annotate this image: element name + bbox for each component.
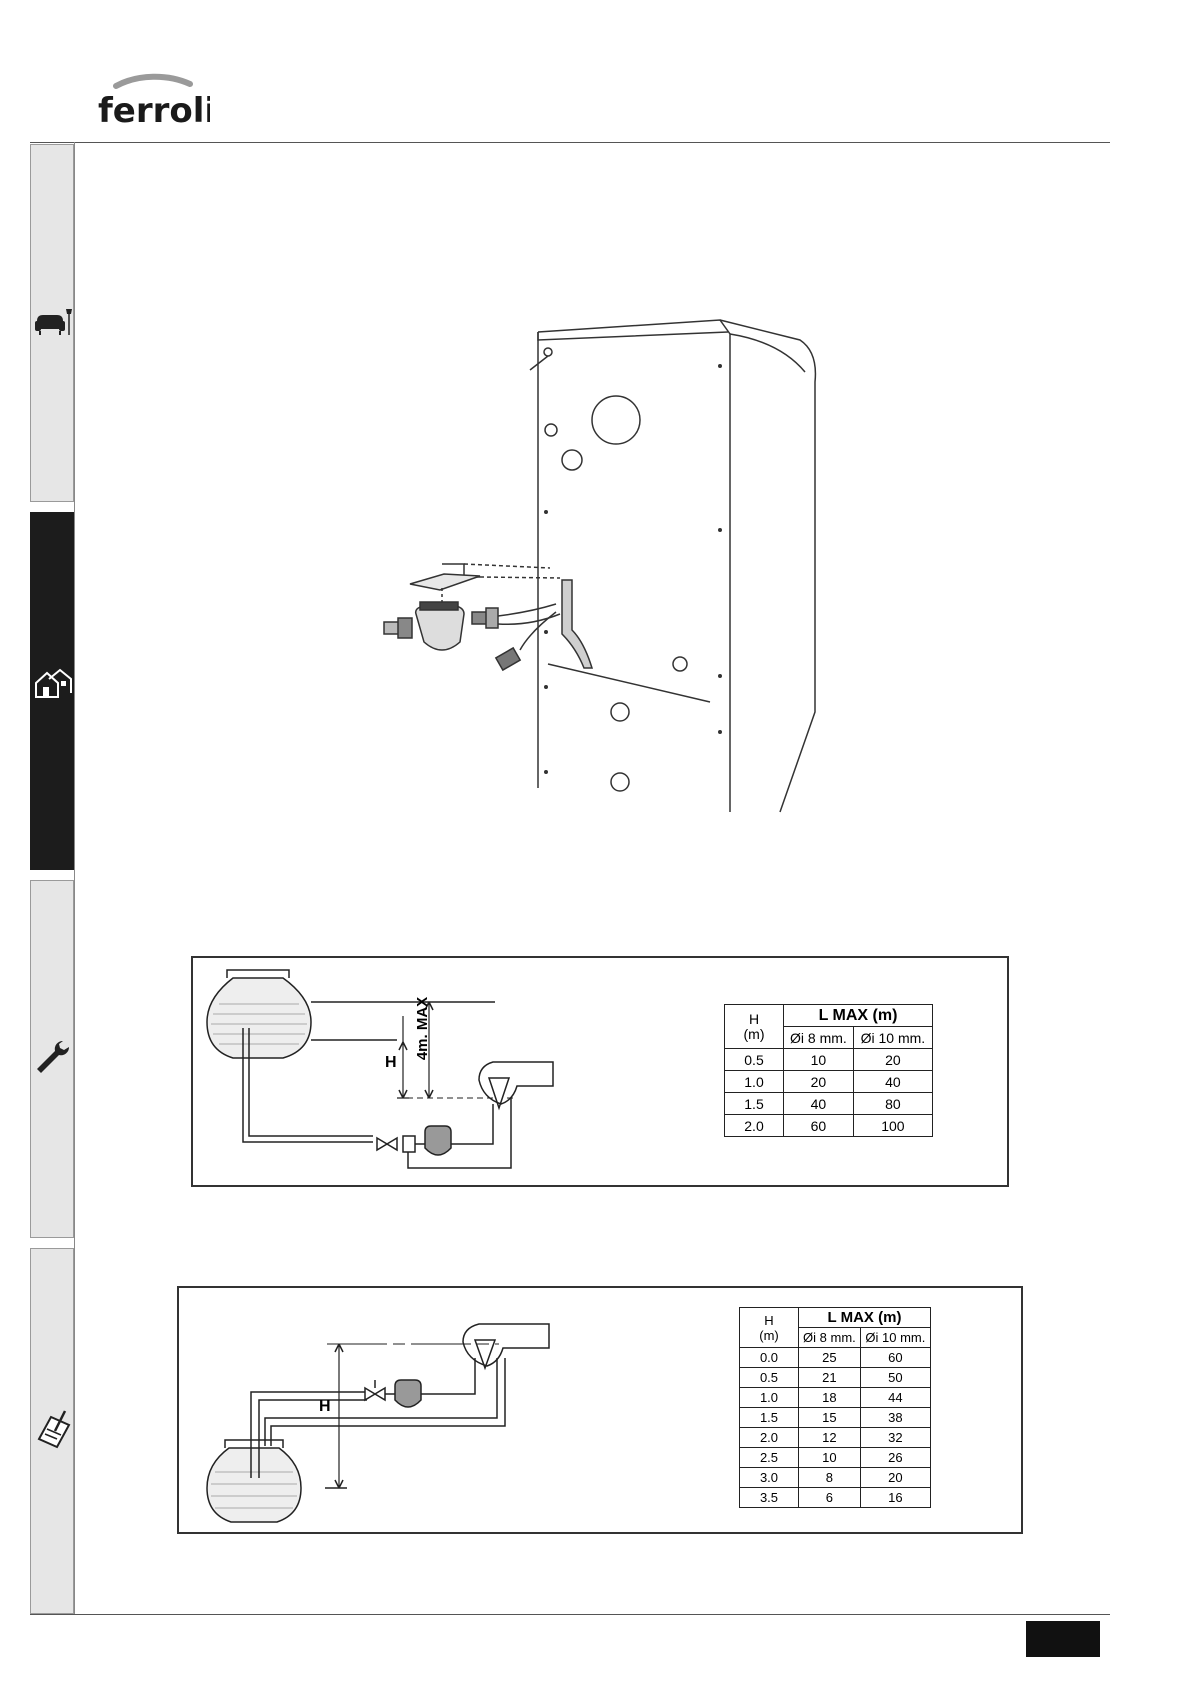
lmax-10mm-cell: 80 [852,1092,934,1115]
lmax-8mm-cell: 25 [798,1347,861,1368]
height-cell: 0.5 [724,1048,784,1071]
lmax-10mm-cell: 100 [852,1114,934,1137]
sidebar-tab-specifications[interactable] [30,1248,74,1614]
max-height-label: 4m. MAX [414,996,432,1061]
sidebar-tab-service[interactable] [30,880,74,1238]
height-cell: 2.0 [724,1114,784,1137]
col-8mm: Øi 8 mm. [783,1026,854,1049]
boiler-fuel-filter-figure [383,319,817,813]
gravity-feed-schematic [206,969,554,1169]
height-cell: 1.0 [739,1387,799,1408]
sidebar-tab-user[interactable] [30,144,74,502]
house-installation-icon [35,668,72,698]
lmax-8mm-cell: 10 [798,1447,861,1468]
lmax-10mm-cell: 26 [859,1447,932,1468]
lmax-8mm-cell: 60 [783,1114,854,1137]
col-10mm: Øi 10 mm. [852,1026,934,1049]
lmax-10mm-cell: 20 [852,1048,934,1071]
col-8mm: Øi 8 mm. [798,1327,861,1348]
height-cell: 1.5 [739,1407,799,1428]
logo-text: ferroli [98,91,210,131]
h-header: H(m) [724,1004,784,1049]
height-cell: 0.0 [739,1347,799,1368]
height-cell: 3.5 [739,1487,799,1508]
header-rule [30,142,1110,143]
lmax-title: L MAX (m) [783,1004,933,1027]
height-cell: 1.5 [724,1092,784,1115]
lmax-8mm-cell: 6 [798,1487,861,1508]
h-header: H(m) [739,1307,799,1348]
lmax-8mm-cell: 18 [798,1387,861,1408]
height-cell: 2.5 [739,1447,799,1468]
clipboard-pen-icon [37,1410,71,1449]
height-cell: 3.0 [739,1467,799,1488]
suction-diagram-gravity: H 4m. MAX H(m) L MAX (m) Øi 8 mm. Øi 10 … [191,956,1009,1187]
lmax-title: L MAX (m) [798,1307,931,1328]
height-cell: 2.0 [739,1427,799,1448]
lmax-10mm-cell: 32 [859,1427,932,1448]
lmax-10mm-cell: 38 [859,1407,932,1428]
sidebar-divider [74,142,75,1614]
lmax-10mm-cell: 40 [852,1070,934,1093]
lmax-10mm-cell: 50 [859,1367,932,1388]
suction-lift-schematic [206,1323,550,1523]
col-10mm: Øi 10 mm. [859,1327,932,1348]
lmax-10mm-cell: 16 [859,1487,932,1508]
page-number-badge [1026,1621,1100,1657]
height-cell: 0.5 [739,1367,799,1388]
lmax-10mm-cell: 20 [859,1467,932,1488]
lmax-8mm-cell: 8 [798,1467,861,1488]
armchair-lamp-icon [35,309,72,335]
wrench-icon [37,1040,70,1073]
footer-rule [30,1614,1110,1615]
height-label: H [319,1398,331,1415]
height-cell: 1.0 [724,1070,784,1093]
lmax-8mm-cell: 12 [798,1427,861,1448]
lmax-8mm-cell: 20 [783,1070,854,1093]
lmax-8mm-cell: 10 [783,1048,854,1071]
lmax-10mm-cell: 44 [859,1387,932,1408]
sidebar-tab-installer[interactable] [30,512,74,870]
lmax-8mm-cell: 40 [783,1092,854,1115]
lmax-10mm-cell: 60 [859,1347,932,1368]
lmax-8mm-cell: 21 [798,1367,861,1388]
lmax-8mm-cell: 15 [798,1407,861,1428]
height-label: H [385,1054,397,1071]
ferroli-logo: ferroli [98,73,210,131]
